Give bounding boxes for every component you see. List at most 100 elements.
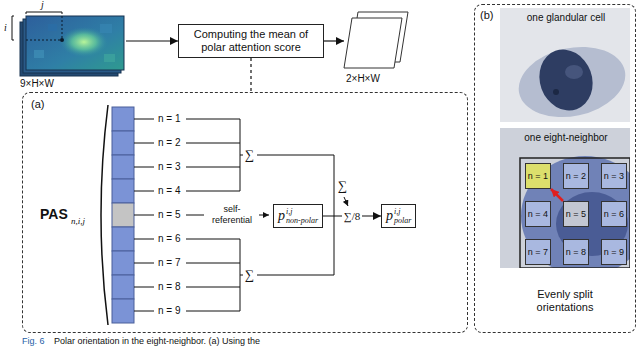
summation-lines — [259, 215, 269, 216]
neighbor-cell: n = 7 — [525, 239, 551, 265]
non-polar-box: pi,jnon-polar — [273, 204, 323, 228]
operation-note: self-referential — [207, 204, 257, 226]
index-bracket — [12, 12, 62, 40]
neighbor-micrograph — [521, 156, 630, 268]
summation-lines — [257, 155, 334, 275]
score-vector — [112, 299, 134, 323]
zoom-line — [250, 58, 251, 92]
cell-index: n = 9 — [604, 247, 624, 258]
index-bracket — [26, 12, 62, 14]
output-maps: 2×H×W — [344, 12, 408, 70]
cell-index: n = 4 — [528, 209, 548, 220]
process-box: Computing the mean of polar attention sc… — [178, 24, 324, 58]
orientation-index: n = 5 — [158, 208, 181, 222]
cell-index: n = 7 — [528, 247, 548, 258]
cell-micrograph — [512, 38, 630, 122]
score-vector — [112, 227, 134, 251]
cell-index: n = 3 — [604, 171, 624, 182]
neighbor-micrograph — [500, 128, 630, 268]
neighbor-cell: n = 2 — [563, 163, 589, 189]
summation-lines — [134, 119, 154, 311]
figure-caption: Polar orientation in the eight-neighbor.… — [54, 336, 260, 347]
orientation-index: n = 3 — [158, 160, 181, 174]
orientation-index: n = 6 — [158, 232, 181, 246]
cell-index: n = 2 — [566, 171, 586, 182]
cell-index: n = 1 — [528, 171, 548, 182]
neighbor-cell: n = 5 — [563, 201, 589, 227]
subscript: polar — [394, 216, 411, 225]
tensor-subscript: n,i,j — [71, 216, 85, 227]
heatmap-stack — [26, 16, 62, 40]
sum-symbol: ∑ — [245, 267, 254, 283]
tensor-shape: 2×H×W — [346, 73, 380, 85]
score-vector — [101, 105, 108, 325]
cell-index: n = 8 — [566, 247, 586, 258]
panel-label: (a) — [31, 98, 44, 111]
script-stack: i,jnon-polar — [286, 207, 318, 225]
panel-b: (b) one glandular cell one eight-neighbor n… — [474, 4, 636, 333]
cell-micrograph — [565, 65, 583, 79]
flow-arrow — [126, 40, 178, 41]
image-caption: one glandular cell — [501, 12, 631, 24]
tensor-shape: 9×H×W — [20, 78, 54, 90]
score-vector — [112, 179, 134, 203]
heatmap-stack — [48, 24, 57, 31]
process-label: Computing the mean of polar attention sc… — [183, 28, 319, 54]
cell-micrograph — [553, 89, 559, 95]
score-vector — [112, 131, 134, 155]
index-symbol: i — [4, 22, 7, 34]
symbol-base: p — [386, 208, 393, 224]
score-vector — [112, 107, 134, 131]
output-sheets — [344, 12, 408, 68]
tensor-name: PAS — [40, 206, 68, 222]
neighbor-cell: n = 4 — [525, 201, 551, 227]
heatmap-stack — [60, 38, 64, 42]
index-bracket — [12, 16, 14, 40]
image-caption: one eight-neighbor — [501, 132, 631, 144]
neighbor-image: one eight-neighbor n = 1 n = 2 n = 3 n = 4 n … — [501, 129, 631, 269]
summation-lines — [186, 215, 204, 216]
neighbor-micrograph — [520, 158, 630, 268]
score-vector — [112, 275, 134, 299]
score-vector — [101, 105, 134, 325]
index-symbol: j — [41, 0, 44, 10]
cell-micrograph — [500, 8, 630, 122]
edge-label: ∑/8 — [342, 210, 362, 223]
symbol-base: p — [278, 208, 285, 224]
heatmap-stack — [20, 16, 124, 76]
orientation-index: n = 7 — [158, 256, 181, 270]
neighbor-cell: n = 1 — [525, 163, 551, 189]
sum-symbol: ∑ — [245, 147, 254, 163]
panel-a: (a)pi,jnon-polarpi,jpolar — [22, 92, 468, 333]
heatmap-stack — [26, 16, 124, 70]
script-stack: i,jpolar — [394, 207, 411, 225]
cell-micrograph — [531, 42, 601, 118]
orientation-index: n = 8 — [158, 280, 181, 294]
cell-index: n = 5 — [566, 209, 586, 220]
heatmap-stack — [100, 24, 112, 33]
orientation-index: n = 4 — [158, 184, 181, 198]
score-vector — [112, 155, 134, 179]
orientation-index: n = 9 — [158, 304, 181, 318]
heatmap-stack — [34, 50, 44, 58]
sum-symbol: ∑ — [338, 178, 347, 194]
cell-image: one glandular cell — [501, 9, 631, 123]
score-vector — [112, 251, 134, 275]
direction-arrow — [551, 189, 563, 201]
neighbor-cell: n = 3 — [601, 163, 627, 189]
panel-note: Evenly split orientations — [515, 288, 615, 314]
summation-lines — [344, 197, 348, 206]
heatmap-stack — [104, 54, 115, 62]
superscript: i,j — [286, 207, 318, 216]
panel-label: (b) — [480, 9, 493, 22]
flow-arrow — [324, 40, 344, 41]
figure-number: Fig. 6 — [22, 336, 45, 347]
score-vector — [112, 203, 134, 227]
output-sheets — [344, 18, 402, 68]
heatmap-image: 9×H×W — [18, 14, 126, 76]
neighbor-cell: n = 8 — [563, 239, 589, 265]
heatmap-stack — [60, 27, 108, 57]
neighbor-cell: n = 9 — [601, 239, 627, 265]
